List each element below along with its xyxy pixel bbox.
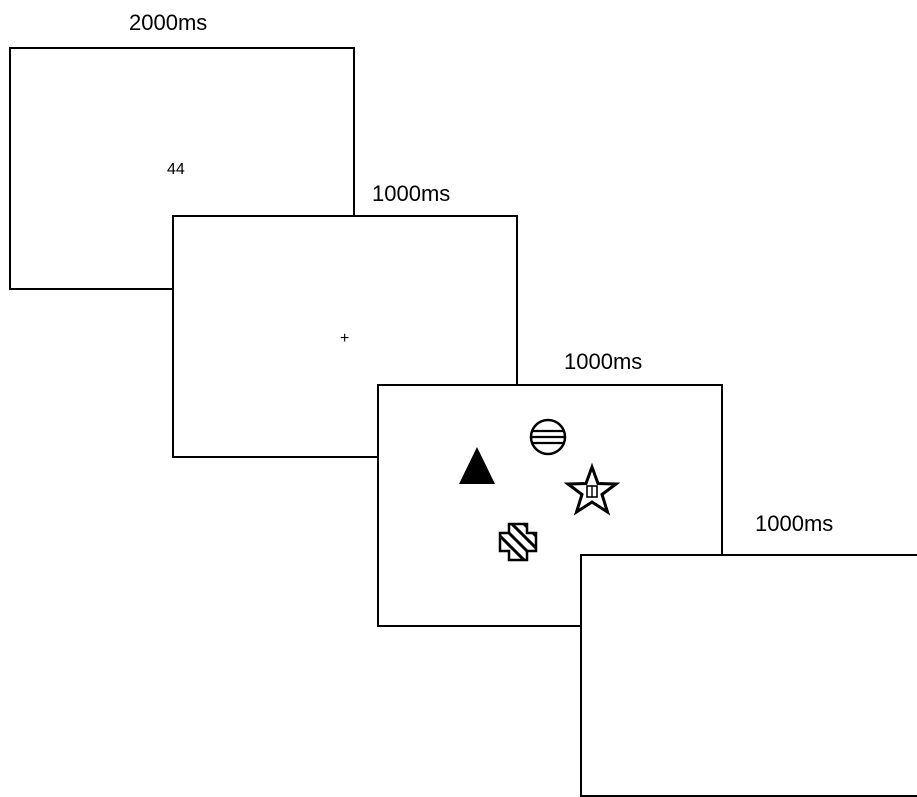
frame-3-duration: 1000ms: [564, 349, 643, 374]
frame-1-number: 44: [167, 161, 185, 178]
frame-4-screen: [580, 554, 917, 797]
striped-circle-icon: [529, 418, 567, 456]
star-icon: [563, 462, 621, 516]
frame-4-duration: 1000ms: [755, 511, 834, 536]
frame-2-duration: 1000ms: [372, 181, 451, 206]
frame-1-duration: 2000ms: [129, 10, 208, 35]
filled-triangle-icon: [459, 447, 495, 484]
fixation-cross: +: [340, 330, 350, 347]
striped-cross-icon: [498, 522, 538, 562]
